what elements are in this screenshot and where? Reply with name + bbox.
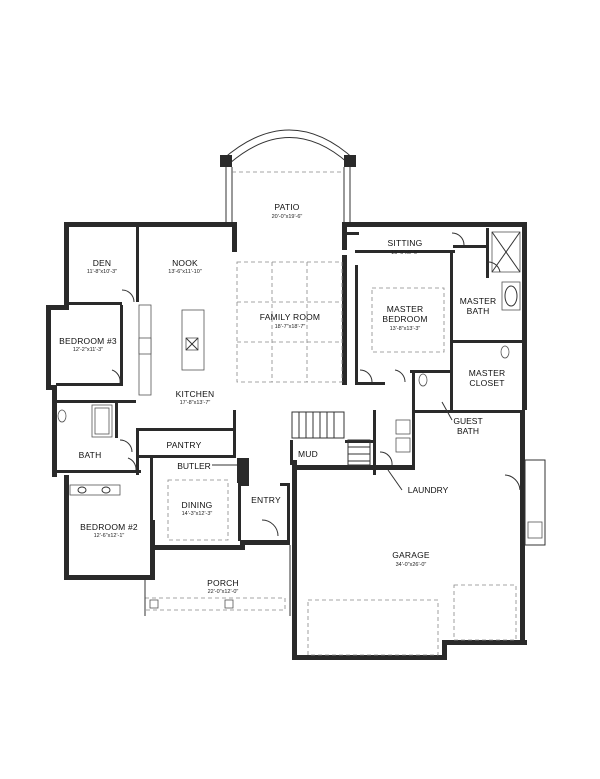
family-room-dim: 18'-7"x18'-7": [275, 324, 306, 330]
family-room-grid: [236, 261, 343, 383]
porch-label: PORCH: [207, 578, 239, 588]
master-closet-label-2: CLOSET: [469, 378, 504, 388]
bedroom3-dim: 12'-2"x11'-3": [73, 347, 103, 353]
mud-label: MUD: [298, 449, 318, 459]
bath-label: BATH: [79, 450, 102, 460]
master-bath-label-2: BATH: [467, 306, 490, 316]
guest-bath-label-2: BATH: [457, 426, 479, 436]
dining-dim: 14'-3"x12'-3": [182, 511, 213, 517]
patio-structure: [220, 129, 356, 225]
master-bedroom-label-1: MASTER: [387, 304, 424, 314]
family-room-label: FAMILY ROOM: [260, 312, 320, 322]
bedroom2-dim: 12'-6"x12'-1": [94, 533, 125, 539]
washer-dryer: [395, 419, 411, 453]
master-bedroom-dim: 13'-8"x13'-3": [390, 326, 421, 332]
sitting-label: SITTING: [388, 238, 423, 248]
garage-doors: [307, 584, 517, 656]
patio-label: PATIO: [274, 202, 299, 212]
bath-vanity: [69, 484, 121, 496]
dining-ceiling: [167, 479, 229, 541]
porch-columns: [144, 545, 291, 616]
garage-dim: 34'-0"x26'-0": [396, 562, 427, 568]
garage-label: GARAGE: [392, 550, 430, 560]
dining-label: DINING: [182, 500, 213, 510]
guest-toilet: [418, 373, 428, 387]
guest-bath-leader: [441, 401, 453, 421]
guest-bath-label-1: GUEST: [453, 416, 482, 426]
exterior-walls: [46, 222, 527, 660]
stairs: [291, 411, 371, 466]
bedroom2-label: BEDROOM #2: [80, 522, 138, 532]
butler-label: BUTLER: [177, 461, 211, 471]
bedroom3-label: BEDROOM #3: [59, 336, 117, 346]
kitchen-label: KITCHEN: [176, 389, 215, 399]
master-shower: [491, 231, 521, 273]
porch-dim: 22'-0"x12'-0": [208, 589, 239, 595]
master-toilet: [500, 345, 510, 359]
pantry-label: PANTRY: [167, 440, 202, 450]
kitchen-counter: [138, 304, 152, 396]
entry-label: ENTRY: [251, 495, 281, 505]
den-dim: 11'-8"x10'-3": [87, 269, 117, 275]
master-bedroom-label-2: BEDROOM: [382, 314, 427, 324]
interior-walls: [56, 227, 522, 548]
laundry-label: LAUNDRY: [408, 485, 449, 495]
sitting-dim: 15'-6"x6'-6": [391, 250, 419, 256]
patio-dim: 20'-0"x19'-6": [272, 214, 303, 220]
master-tub: [501, 281, 521, 311]
master-bath-label-1: MASTER: [460, 296, 497, 306]
den-label: DEN: [93, 258, 112, 268]
nook-label: NOOK: [172, 258, 198, 268]
bath-tub: [91, 404, 113, 438]
bath-toilet: [57, 409, 67, 423]
master-bedroom-ceiling: [371, 287, 445, 353]
laundry-leader: [387, 469, 403, 491]
kitchen-dim: 17'-8"x13'-7": [180, 400, 211, 406]
door-swings: [111, 232, 521, 537]
nook-dim: 13'-6"x11'-10": [168, 269, 201, 275]
kitchen-island: [181, 309, 205, 371]
master-closet-label-1: MASTER: [469, 368, 506, 378]
garage-side-door: [524, 459, 546, 546]
